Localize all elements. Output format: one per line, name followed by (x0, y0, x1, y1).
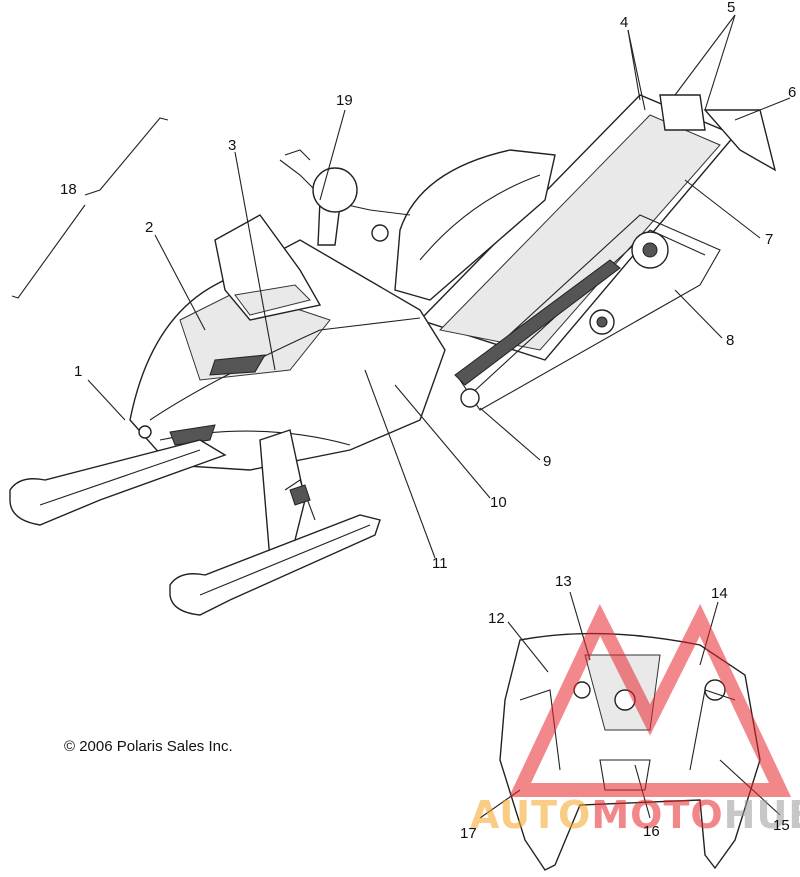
callout-18: 18 (60, 181, 77, 198)
callout-8: 8 (726, 332, 734, 349)
callout-14: 14 (711, 585, 728, 602)
callout-5: 5 (727, 0, 735, 16)
callout-labels: 1 2 3 4 5 6 7 8 9 10 11 12 13 14 15 16 1… (60, 0, 796, 842)
copyright-notice: © 2006 Polaris Sales Inc. (64, 738, 233, 755)
callout-3: 3 (228, 137, 236, 154)
callout-15: 15 (773, 817, 790, 834)
callout-9: 9 (543, 453, 551, 470)
callout-10: 10 (490, 494, 507, 511)
callout-11: 11 (432, 555, 448, 572)
callout-19: 19 (336, 92, 353, 109)
watermark-text-moto: MOTO (591, 793, 723, 837)
callout-16: 16 (643, 823, 660, 840)
watermark-triangle (508, 603, 792, 797)
callout-12: 12 (488, 610, 505, 627)
callout-1: 1 (74, 363, 82, 380)
watermark-logo: AUTOMOTOHUB (470, 603, 800, 837)
callout-6: 6 (788, 84, 796, 101)
svg-text:AUTOMOTOHUB: AUTOMOTOHUB (470, 793, 800, 837)
callout-4: 4 (620, 14, 628, 31)
callout-7: 7 (765, 231, 773, 248)
watermark-text-hub: HUB (724, 793, 800, 837)
watermark-text-auto: AUTO (470, 793, 591, 837)
callout-13: 13 (555, 573, 572, 590)
callout-17: 17 (460, 825, 477, 842)
snowmobile-illustration (9, 94, 777, 616)
leader-lines (11, 14, 791, 559)
callout-2: 2 (145, 219, 153, 236)
